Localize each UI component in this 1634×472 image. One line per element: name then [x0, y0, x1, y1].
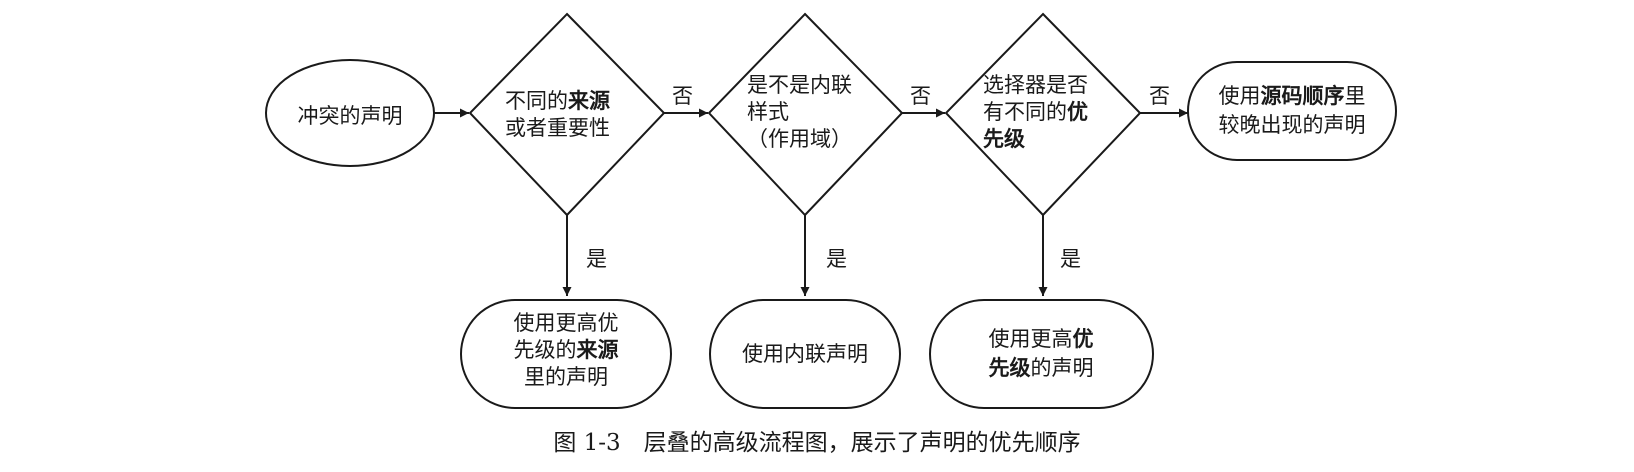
- start-node-label: 冲突的声明: [298, 104, 403, 128]
- edge-label-yes-3: 是: [1060, 247, 1081, 271]
- label-run: 使用更高优: [514, 311, 619, 335]
- start-node-ellipse: [265, 59, 435, 167]
- result-inline-terminal: [709, 299, 901, 409]
- label-run: 先级: [983, 127, 1025, 151]
- label-run: 优: [1067, 100, 1088, 124]
- result-specificity-label: 使用更高优先级的声明: [989, 327, 1094, 380]
- label-run: 样式: [747, 100, 789, 124]
- label-run: 使用内联声明: [742, 342, 868, 366]
- label-run: 源码顺序: [1261, 84, 1345, 108]
- label-run: 来源: [568, 89, 610, 113]
- label-run: 先级的: [514, 338, 577, 362]
- label-run: 使用更高: [989, 327, 1073, 351]
- label-run: 先级: [989, 356, 1031, 380]
- result-specificity-terminal: [929, 299, 1154, 409]
- label-run: （作用域）: [747, 127, 852, 151]
- label-run: 较晚出现的声明: [1219, 113, 1366, 137]
- label-run: 优: [1073, 327, 1094, 351]
- edge-label-no-3: 否: [1149, 84, 1170, 108]
- label-run: 有不同的: [983, 100, 1067, 124]
- label-run: 不同的: [505, 89, 568, 113]
- decision3-label: 选择器是否有不同的优先级: [983, 73, 1088, 151]
- edge-label-no-1: 否: [672, 84, 693, 108]
- edge-label-no-2: 否: [910, 84, 931, 108]
- label-run: 冲突的声明: [298, 104, 403, 128]
- figure-caption: 图 1-3 层叠的高级流程图，展示了声明的优先顺序: [553, 430, 1080, 456]
- decision2-label: 是不是内联样式 （作用域）: [747, 73, 852, 151]
- edge-label-yes-1: 是: [586, 247, 607, 271]
- label-run: 使用: [1219, 84, 1261, 108]
- result-origin-label: 使用更高优先级的来源里的声明: [514, 311, 619, 389]
- decision3-diamond: [944, 12, 1142, 217]
- label-run: 里的声明: [524, 365, 608, 389]
- decision1-label: 不同的来源或者重要性: [505, 89, 610, 140]
- result-inline-label: 使用内联声明: [742, 342, 868, 366]
- end-order-terminal: [1187, 61, 1397, 161]
- label-run: 是不是内联: [747, 73, 852, 97]
- label-run: 的声明: [1031, 356, 1094, 380]
- label-run: 选择器是否: [983, 73, 1088, 97]
- end-order-label: 使用源码顺序里较晚出现的声明: [1219, 84, 1366, 137]
- decision2-diamond: [707, 12, 904, 217]
- label-run: 里: [1345, 84, 1366, 108]
- result-origin-terminal: [460, 299, 672, 409]
- label-run: 或者重要性: [505, 116, 610, 140]
- edge-label-yes-2: 是: [826, 247, 847, 271]
- label-run: 来源: [577, 338, 619, 362]
- decision1-diamond: [468, 12, 666, 217]
